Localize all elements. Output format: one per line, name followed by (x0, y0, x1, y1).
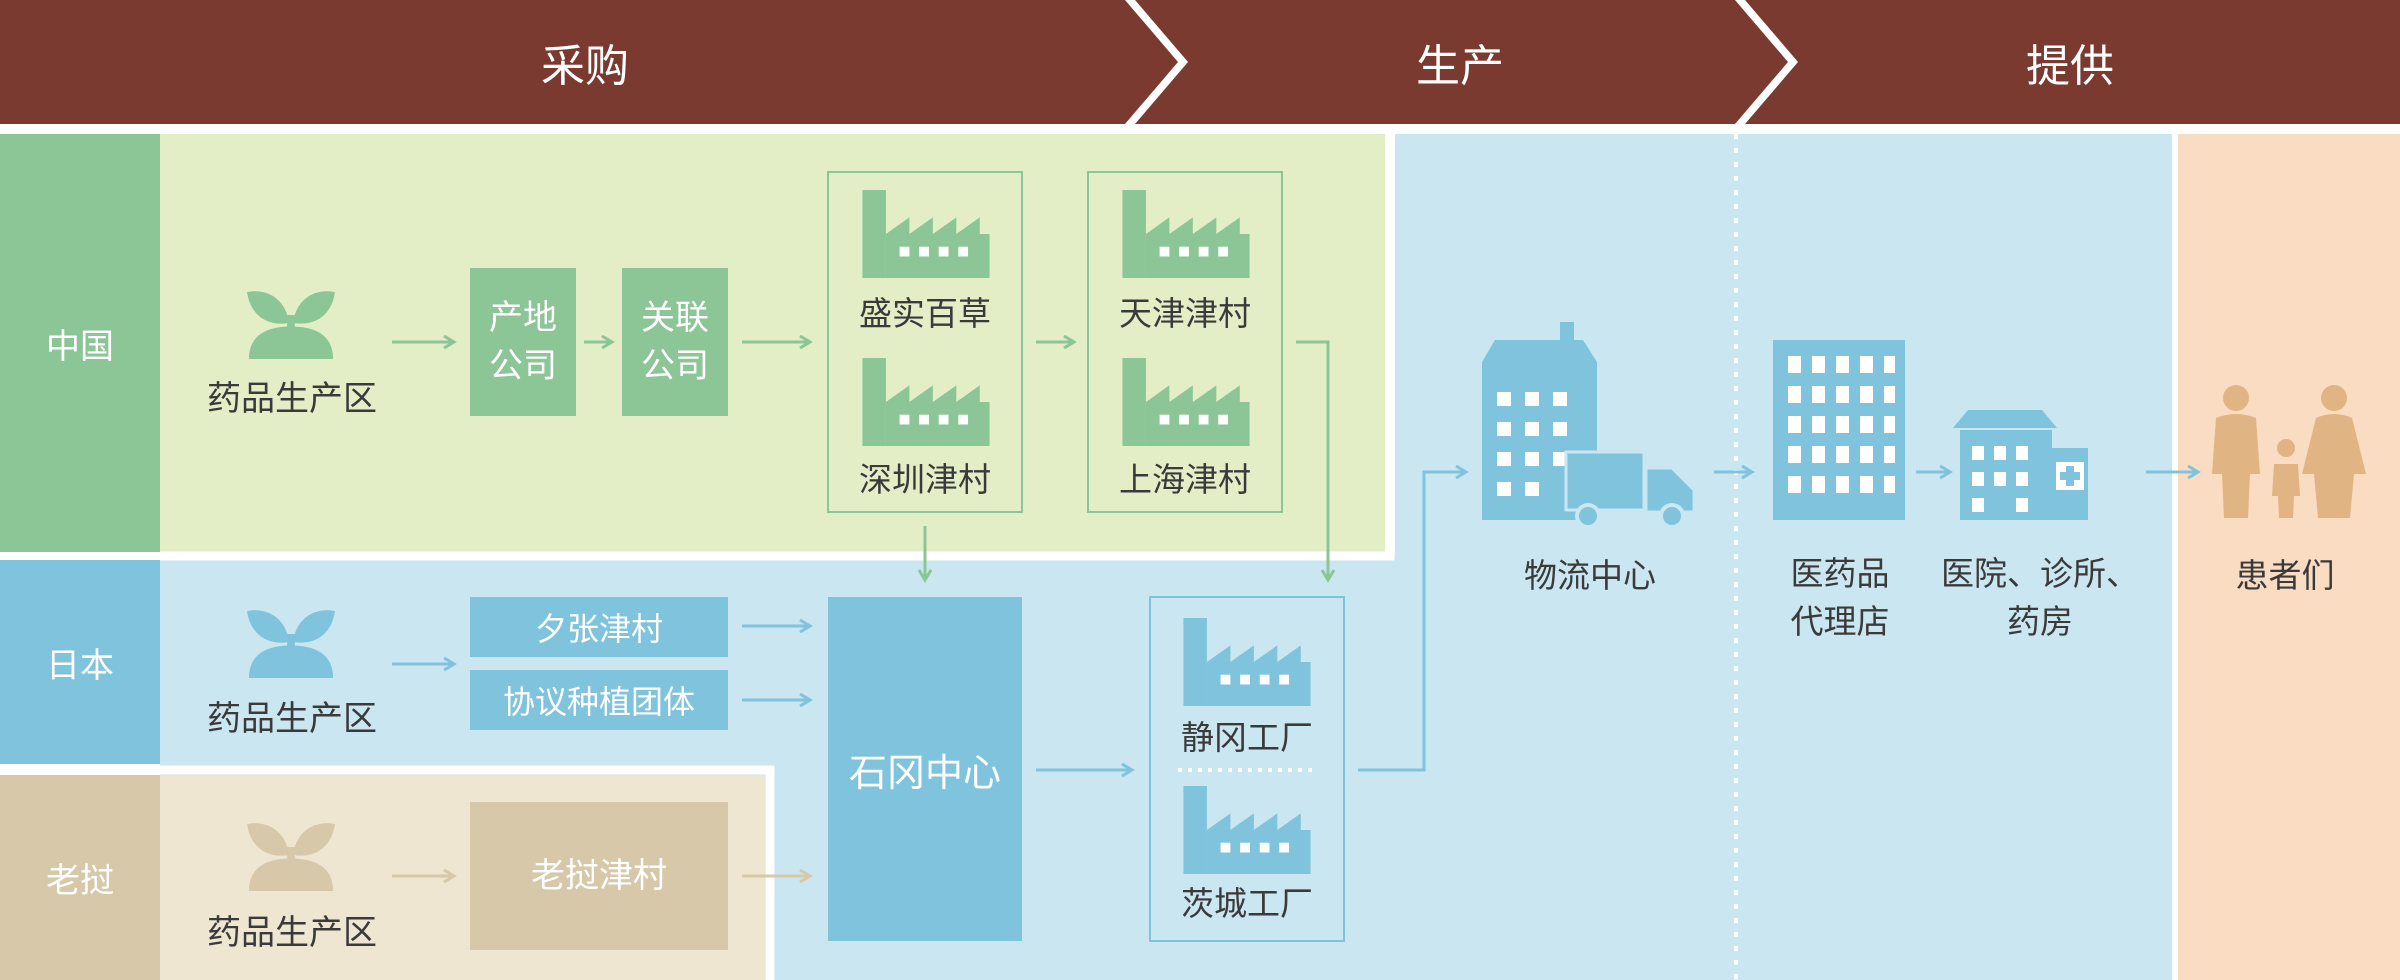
truck-icon (1564, 450, 1696, 529)
header-production (1135, 0, 1788, 124)
yubari-box (470, 597, 728, 657)
stage-production-label: 生产 (1416, 41, 1504, 92)
stage-procurement-label: 采购 (541, 41, 629, 92)
china-origin-label: 药品生产区 (207, 378, 377, 419)
laos-source-label: 老挝津村 (531, 856, 667, 896)
arrow (1296, 340, 1328, 580)
contract-grower-box (470, 670, 728, 730)
factory-group-a (827, 171, 1023, 513)
contract-grower-label: 协议种植团体 (502, 683, 695, 721)
affiliate-company-label: 关联 公司 (641, 298, 709, 386)
family-icon (2212, 385, 2366, 518)
patients-label: 患者们 (2235, 556, 2335, 595)
region-china-label: 中国 (46, 326, 114, 367)
laos-source-box (470, 802, 728, 950)
header-supply (1745, 0, 2400, 124)
region-japan-label: 日本 (46, 645, 114, 686)
header-procurement (0, 0, 1178, 124)
origin-company-label: 产地 公司 (489, 298, 557, 386)
ibaraki-plant-label: 茨城工厂 (1181, 884, 1313, 923)
providers-label: 医院、诊所、 药房 (1941, 554, 2139, 641)
japan-side-tab (0, 560, 160, 764)
factory-label: 上海津村 (1119, 460, 1251, 499)
laos-side-tab (0, 775, 160, 980)
plant-group (1149, 596, 1345, 942)
patients-region-bg (2178, 134, 2400, 980)
stage-supply-label: 提供 (2026, 41, 2114, 92)
wholesaler-building-icon (1773, 340, 1905, 520)
factory-label: 深圳津村 (859, 460, 991, 499)
shizuoka-plant-label: 静冈工厂 (1181, 718, 1313, 757)
wholesaler-label: 医药品 代理店 (1790, 554, 1890, 641)
arrow (1358, 472, 1466, 772)
ishioka-center-label: 石冈中心 (848, 750, 1001, 795)
hospital-icon (1953, 410, 2088, 520)
laos-region-border (160, 765, 775, 980)
building-icon (1482, 322, 1597, 520)
japan-supply-bg (1395, 134, 2175, 980)
origin-company-box (470, 268, 576, 416)
yubari-label: 夕张津村 (534, 610, 663, 648)
japan-origin-label: 药品生产区 (207, 698, 377, 739)
logistics-center-label: 物流中心 (1524, 556, 1656, 595)
affiliate-company-box (622, 268, 728, 416)
laos-origin-label: 药品生产区 (207, 912, 377, 953)
china-region-border (160, 134, 1395, 561)
ishioka-center-box (828, 597, 1022, 941)
china-side-tab (0, 134, 160, 552)
factory-label: 盛实百草 (859, 294, 991, 333)
factory-label: 天津津村 (1119, 294, 1251, 333)
region-laos-label: 老挝 (46, 861, 114, 901)
factory-group-b (1087, 171, 1283, 513)
